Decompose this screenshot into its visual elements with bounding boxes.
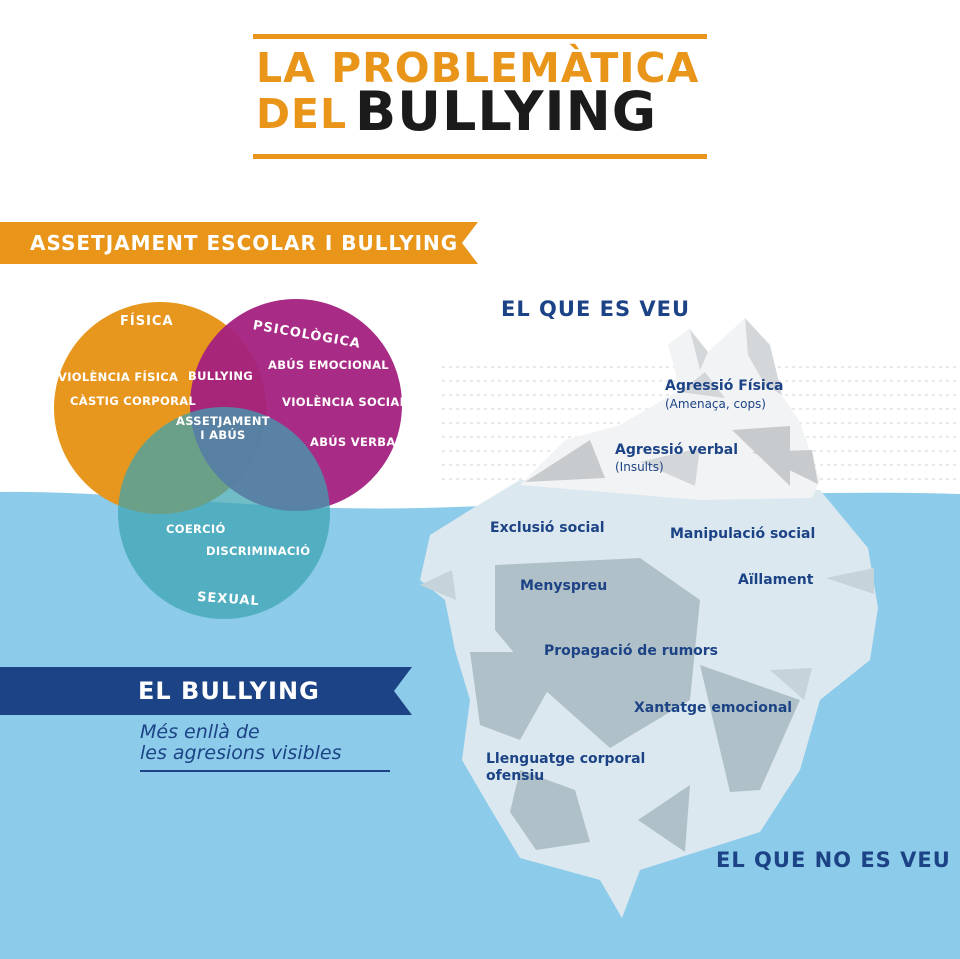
iceberg-hidden-heading: EL QUE NO ES VEU bbox=[716, 848, 951, 872]
venn-item-sexual-1: COERCIÓ bbox=[166, 522, 226, 536]
iceberg-visible-item-2-note: (Insults) bbox=[615, 460, 664, 474]
title-rule-bottom bbox=[253, 154, 707, 159]
venn-circle-sexual bbox=[118, 407, 330, 619]
venn-item-psicologica-1: ABÚS EMOCIONAL bbox=[268, 358, 389, 372]
venn-title-fisica: FÍSICA bbox=[120, 314, 174, 329]
venn-item-psicologica-3: ABÚS VERBAL bbox=[310, 435, 404, 449]
venn-item-fisica-2: CÀSTIG CORPORAL bbox=[70, 394, 197, 408]
top-banner-shape bbox=[0, 222, 478, 264]
venn-overlap-center: ASSETJAMENT I ABÚS bbox=[176, 414, 270, 442]
bottom-banner-shape bbox=[0, 667, 412, 715]
iceberg-hidden-item-3: Menyspreu bbox=[520, 578, 608, 594]
venn-item-sexual-2: DISCRIMINACIÓ bbox=[206, 544, 311, 558]
venn-item-fisica-1: VIOLÈNCIA FÍSICA bbox=[58, 370, 179, 384]
title-rule-top bbox=[253, 34, 707, 39]
bottom-banner-label: EL BULLYING bbox=[138, 677, 320, 705]
iceberg-hidden-item-7: Llenguatge corporal ofensiu bbox=[486, 751, 646, 784]
iceberg-underwater bbox=[420, 480, 878, 918]
iceberg-hidden-item-4: Aïllament bbox=[738, 572, 814, 588]
iceberg-visible-item-1: Agressió Física bbox=[665, 378, 784, 394]
subtitle-underline bbox=[140, 770, 390, 772]
title-line-2-main: BULLYING bbox=[355, 80, 658, 143]
iceberg-hidden-item-1: Exclusió social bbox=[490, 520, 605, 536]
venn-diagram bbox=[54, 299, 402, 619]
bottom-banner-subtitle: Més enllà de les agresions visibles bbox=[140, 721, 342, 764]
venn-item-psicologica-2: VIOLÈNCIA SOCIAL bbox=[282, 395, 408, 409]
iceberg-hidden-item-2: Manipulació social bbox=[670, 526, 816, 542]
iceberg-visible-item-1-note: (Amenaça, cops) bbox=[665, 397, 766, 411]
iceberg-hidden-item-5: Propagació de rumors bbox=[544, 643, 719, 659]
title-line-1: LA PROBLEMÀTICA bbox=[256, 44, 700, 92]
iceberg-hidden-item-6: Xantatge emocional bbox=[634, 700, 793, 716]
top-banner-label: ASSETJAMENT ESCOLAR I BULLYING bbox=[30, 231, 459, 255]
iceberg-visible bbox=[520, 318, 820, 500]
iceberg-visible-item-2: Agressió verbal bbox=[615, 442, 739, 458]
iceberg-visible-heading: EL QUE ES VEU bbox=[501, 297, 691, 321]
venn-overlap-bullying: BULLYING bbox=[188, 369, 254, 383]
title-line-2-prefix: DEL bbox=[256, 90, 348, 138]
